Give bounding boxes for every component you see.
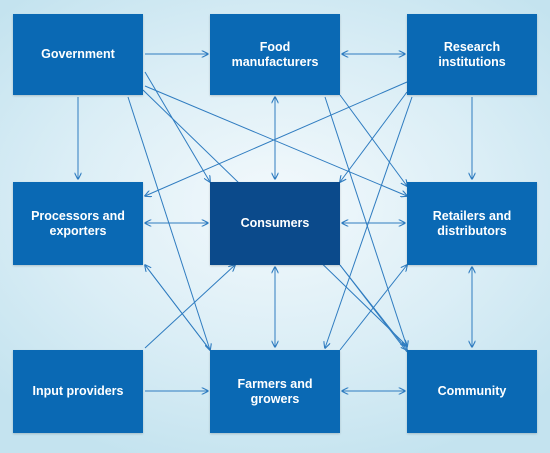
- node-research-institutions-label: Research institutions: [438, 39, 506, 69]
- node-processors-exporters-label: Processors and exporters: [31, 208, 125, 238]
- arrow-food-retailers: [339, 94, 407, 186]
- node-input-providers-label: Input providers: [32, 384, 124, 398]
- arrow-gov-consumers: [144, 71, 210, 182]
- arrow-food-community: [324, 96, 407, 347]
- node-research-institutions: Research institutions: [407, 14, 537, 95]
- node-community: Community: [407, 350, 537, 433]
- arrow-gov-farmers: [127, 96, 210, 350]
- node-community-label: Community: [437, 384, 507, 398]
- node-retailers-distributors-label: Retailers and distributors: [432, 208, 512, 238]
- node-government-label: Government: [41, 47, 115, 61]
- node-processors-exporters: Processors and exporters: [13, 182, 143, 265]
- node-consumers-label: Consumers: [240, 216, 310, 230]
- node-retailers-distributors: Retailers and distributors: [407, 182, 537, 265]
- node-input-providers: Input providers: [13, 350, 143, 433]
- node-government: Government: [13, 14, 143, 95]
- arrow-gov-retailers: [144, 85, 407, 196]
- node-food-manufacturers: Food manufacturers: [210, 14, 340, 95]
- arrow-community-consumers: [339, 264, 408, 353]
- node-food-manufacturers-label: Food manufacturers: [231, 39, 319, 69]
- node-farmers-growers-label: Farmers and growers: [237, 376, 313, 406]
- node-farmers-growers: Farmers and growers: [210, 350, 340, 433]
- arrow-processors-farmers: [144, 264, 211, 351]
- node-consumers: Consumers: [210, 182, 340, 265]
- arrow-research-processors: [145, 81, 408, 196]
- arrow-input-consumers: [144, 265, 235, 349]
- arrow-research-farmers: [325, 96, 413, 348]
- arrow-research-consumers: [340, 91, 408, 182]
